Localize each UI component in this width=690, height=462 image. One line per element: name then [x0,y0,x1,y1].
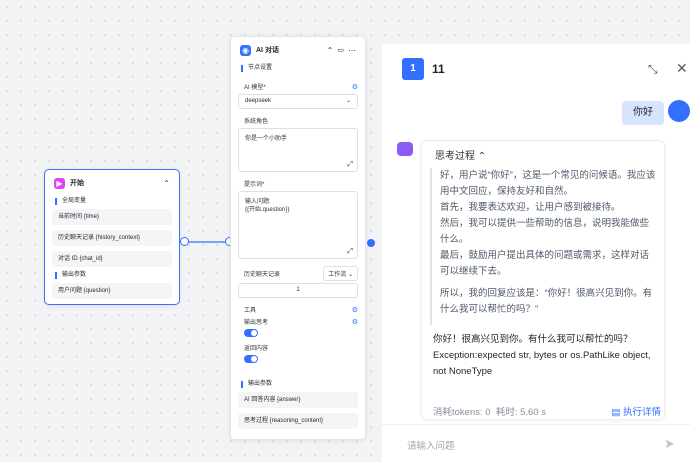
history-select[interactable]: 工作流 ⌄ [323,266,358,281]
send-icon[interactable]: ➤ [664,436,675,451]
gear-icon[interactable]: ⚙ [351,306,358,314]
chat-input-placeholder: 请输入问题 [407,441,455,452]
window-icon[interactable]: ▭ [337,47,344,54]
global-var-item: 历史聊天记录 {history_context} [52,230,172,246]
expand-icon[interactable]: ⤢ [347,161,353,168]
thinking-line: 最后，鼓励用户提出具体的问题或需求，这样对话可以继续下去。 [440,250,650,277]
ai-node-title: AI 对话 [256,47,279,54]
gear-icon[interactable]: ⚙ [351,83,358,91]
gear-icon[interactable]: ⚙ [351,318,358,326]
model-select[interactable]: deepseek ⌄ [238,94,358,109]
chat-title: 11 [432,62,445,76]
more-icon[interactable]: ⋯ [348,45,356,55]
reply-text: 你好！很高兴见到你。有什么我可以帮忙的吗？ Exception:expected… [433,332,661,380]
reply-line: Exception:expected str, bytes or os.Path… [433,350,651,377]
prompt-label: 提示词* [244,182,265,188]
chevron-up-icon: ⌃ [477,151,487,162]
node-settings-label: 节点设置 [241,65,365,72]
thinking-line: 好，用户说“你好”，这是一个常见的问候语。我应该用中文回应，保持友好和自然。 [440,170,656,197]
ai-node-header: ◉ AI 对话 ⌃ ▭ ⋯ [231,37,365,63]
return-content-toggle[interactable] [244,355,258,363]
model-value: deepseek [245,98,272,104]
collapse-icon[interactable]: ⌃ [163,178,170,188]
output-param-item: AI 回答内容 {answer} [238,392,358,408]
meta-line: 消耗tokens: 0 耗时: 5.60 s ▤ 执行详情 [433,404,661,418]
close-icon[interactable]: ✕ [676,60,688,76]
thinking-block: 好，用户说“你好”，这是一个常见的问候语。我应该用中文回应，保持友好和自然。 首… [430,168,656,325]
time-meta: 耗时: 5.60 s [495,407,547,418]
global-vars-label: 全局变量 [55,198,179,205]
start-node[interactable]: ▶ 开始 ⌃ 全局变量 当前时间 {time} 历史聊天记录 {history_… [44,169,180,305]
thinking-toggle[interactable]: 思考过程 ⌃ [435,151,487,162]
chat-badge: 1 [402,58,424,80]
tools-row: 工具 ⚙ [244,305,358,315]
output-params-label: 输出参数 [55,272,179,279]
chat-input[interactable] [382,424,690,462]
history-count: 1 [296,287,300,293]
ai-output-handle[interactable] [367,239,375,247]
chevron-down-icon: ⌄ [345,98,351,104]
answer-card [421,140,665,420]
prompt-line: 输入问题: [245,199,271,205]
output-thinking-row: 输出思考 ⚙ [244,317,358,327]
output-params-label: 输出参数 [241,381,365,388]
system-role-label: 系统角色 [244,119,269,125]
output-param-item: 思考过程 {reasoning_content} [238,413,358,429]
user-message: 你好 [622,101,664,125]
start-node-header: ▶ 开始 ⌃ [45,170,179,196]
start-node-title: 开始 [70,180,84,187]
collapse-icon[interactable]: ⌃ [326,45,334,55]
expand-icon[interactable]: ⤢ [347,248,353,255]
avatar [668,100,690,122]
history-row: 历史聊天记录 工作流 ⌄ [244,266,358,281]
output-param-item: 用户问题 {question} [52,283,172,299]
start-output-handle[interactable] [180,237,189,246]
prompt-line: {{开始.question}} [245,207,290,213]
tools-label: 工具 [244,308,257,314]
robot-icon [397,142,413,156]
global-var-item: 当前时间 {time} [52,209,172,225]
reply-line: 你好！很高兴见到你。有什么我可以帮忙的吗？ [433,334,633,345]
exec-details-link[interactable]: ▤ 执行详情 [611,407,661,418]
history-count-stepper[interactable]: 1 [238,283,358,298]
system-role-input[interactable]: 你是一个小助手 ⤢ [238,128,358,172]
model-label-row: AI 模型* ⚙ [244,82,358,92]
global-var-item: 对话 ID {chat_id} [52,251,172,267]
document-icon: ▤ [611,407,621,418]
ai-chat-node[interactable]: ◉ AI 对话 ⌃ ▭ ⋯ 节点设置 AI 模型* ⚙ deepseek ⌄ 系… [230,36,366,440]
thinking-line: 所以，我的回复应该是：“你好！很高兴见到你。有什么我可以帮忙的吗？” [440,288,653,315]
model-label: AI 模型* [244,85,266,91]
play-icon: ▶ [54,177,65,189]
output-thinking-label: 输出思考 [244,320,269,326]
history-label: 历史聊天记录 [244,272,281,278]
thinking-line: 首先，我要表达欢迎，让用户感到被接待。 [440,202,621,213]
chat-bubble-icon: ◉ [240,44,251,56]
tokens-meta: 消耗tokens: 0 [433,407,491,418]
prompt-input[interactable]: 输入问题: {{开始.question}} ⤢ [238,191,358,259]
output-thinking-toggle[interactable] [244,329,258,337]
thinking-line: 然后，我可以提供一些帮助的信息，说明我能做些什么。 [440,218,650,245]
collapse-panel-icon[interactable]: ⤡ [648,62,658,76]
system-role-value: 你是一个小助手 [245,136,288,142]
return-content-label: 返回内容 [244,346,269,352]
connection-line [184,241,230,243]
